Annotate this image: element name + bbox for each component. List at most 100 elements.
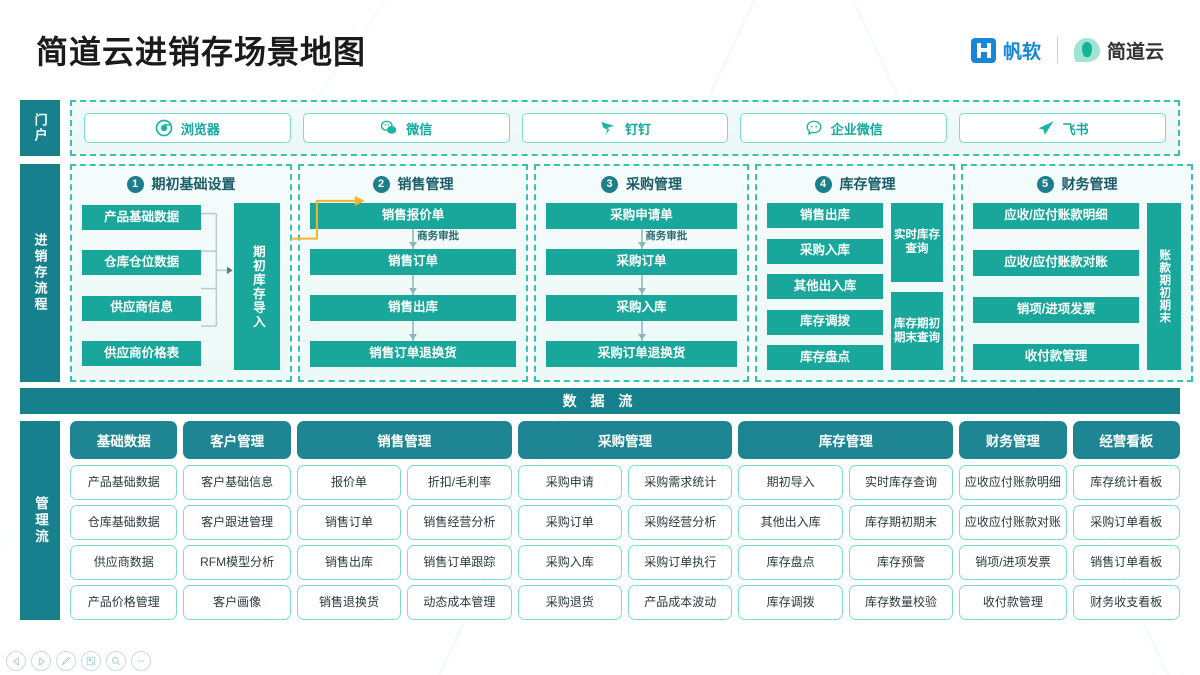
flow-node[interactable]: 供应商价格表 [82,340,202,366]
management-cell[interactable]: 应收应付账款明细 [959,465,1067,500]
flow-node[interactable]: 销售报价单 [310,203,516,229]
initial-stock-import-node[interactable]: 期初库存导入 [234,203,280,370]
initial-setup-sources: 产品基础数据 仓库仓位数据 供应商信息 供应商价格表 [82,203,202,370]
flow-node[interactable]: 供应商信息 [82,295,202,321]
flow-node[interactable]: 采购订单 [546,249,737,275]
management-cell[interactable]: 财务收支看板 [1072,585,1181,620]
flow-band-label-text: 进销存流程 [32,233,48,313]
more-icon [137,660,145,662]
management-group-header[interactable]: 采购管理 [517,421,733,459]
management-cell[interactable]: 客户画像 [183,585,291,620]
portal-item-label: 企业微信 [830,121,883,137]
management-cell[interactable]: 销售订单看板 [1072,545,1181,580]
management-cell[interactable]: 库存期初期末 [848,505,954,540]
play-button[interactable] [31,651,51,671]
dataflow-title-bar: 数 据 流 [20,388,1180,414]
previous-icon [12,656,19,666]
flow-column-header: 5 财务管理 [973,174,1181,194]
management-group-header[interactable]: 财务管理 [959,421,1067,459]
portal-item-wecom[interactable]: 企业微信 [740,113,948,143]
edit-button[interactable] [56,651,76,671]
flow-node[interactable]: 采购申请单 [546,203,737,229]
flow-node[interactable]: 应收/应付账款明细 [973,203,1139,229]
management-group-header[interactable]: 客户管理 [183,421,291,459]
flow-node[interactable]: 销项/进项发票 [973,297,1139,323]
flow-node-label: 期初库存导入 [250,244,265,329]
management-cell[interactable]: 实时库存查询 [848,465,954,500]
flow-node[interactable]: 销售订单 [310,249,516,275]
flow-node[interactable]: 其他出入库 [767,274,883,299]
management-column: 产品基础数据仓库基础数据供应商数据产品价格管理 [70,465,178,620]
flow-node[interactable]: 库存盘点 [767,345,883,370]
flow-node[interactable]: 销售订单退换货 [310,341,516,367]
management-cell[interactable]: 采购经营分析 [628,505,733,540]
management-cell[interactable]: 销售订单跟踪 [407,545,512,580]
management-cell[interactable]: 产品基础数据 [70,465,178,500]
finance-period-node[interactable]: 账款期初期末 [1147,203,1181,370]
management-cell[interactable]: 销售退换货 [296,585,402,620]
management-cell[interactable]: 采购订单 [517,505,623,540]
management-cell[interactable]: RFM模型分析 [183,545,291,580]
management-cell[interactable]: 库存统计看板 [1072,465,1181,500]
management-cell[interactable]: 销售经营分析 [407,505,512,540]
management-cell[interactable]: 动态成本管理 [407,585,512,620]
flow-node[interactable]: 销售出库 [767,203,883,228]
management-cell[interactable]: 供应商数据 [70,545,178,580]
management-cell[interactable]: 采购入库 [517,545,623,580]
flow-connector [310,275,516,295]
management-cell[interactable]: 采购订单执行 [628,545,733,580]
management-cell[interactable]: 销售订单 [296,505,402,540]
zoom-button[interactable] [106,651,126,671]
layout-button[interactable] [81,651,101,671]
flow-node[interactable]: 库存调拨 [767,309,883,335]
management-cell[interactable]: 销项/进项发票 [959,545,1067,580]
management-cell[interactable]: 库存盘点 [738,545,843,580]
flow-node[interactable]: 仓库仓位数据 [82,250,202,276]
flow-column-header: 3 采购管理 [546,174,737,194]
management-cell[interactable]: 产品成本波动 [628,585,733,620]
management-cell[interactable]: 收付款管理 [959,585,1067,620]
management-group-header[interactable]: 基础数据 [70,421,178,459]
management-group-header[interactable]: 经营看板 [1072,421,1181,459]
flow-node[interactable]: 采购入库 [546,295,737,321]
page-title: 简道云进销存场景地图 [36,34,367,70]
management-cell[interactable]: 采购退货 [517,585,623,620]
management-cell[interactable]: 其他出入库 [738,505,843,540]
management-cell[interactable]: 库存预警 [848,545,954,580]
flow-column-header: 2 销售管理 [310,174,516,194]
management-group-header[interactable]: 销售管理 [296,421,512,459]
flow-node[interactable]: 应收/应付账款对账 [973,250,1139,276]
management-cell[interactable]: 库存数量校验 [848,585,954,620]
portal-item-dingtalk[interactable]: 钉钉 [521,113,729,143]
management-cell[interactable]: 应收应付账款对账 [959,505,1067,540]
management-cell[interactable]: 报价单 [296,465,402,500]
management-group-header[interactable]: 库存管理 [738,421,954,459]
flow-node[interactable]: 库存期初期末查询 [891,291,943,370]
flow-node[interactable]: 产品基础数据 [82,205,202,230]
management-cell[interactable]: 折扣/毛利率 [407,465,512,500]
flow-node[interactable]: 实时库存查询 [891,203,943,282]
management-cell[interactable]: 库存调拨 [738,585,843,620]
flow-node[interactable]: 采购订单退换货 [546,341,737,367]
portal-item-wechat[interactable]: 微信 [302,113,510,143]
management-cell[interactable]: 销售出库 [296,545,402,580]
flow-connector [546,275,737,295]
previous-button[interactable] [6,651,26,671]
management-cell[interactable]: 产品价格管理 [70,585,178,620]
flow-node[interactable]: 销售出库 [310,295,516,321]
portal-item-feishu[interactable]: 飞书 [959,113,1166,143]
flow-node[interactable]: 采购入库 [767,238,883,264]
management-cell[interactable]: 仓库基础数据 [70,505,178,540]
management-cell[interactable]: 期初导入 [738,465,843,500]
management-group-columns: 产品基础数据仓库基础数据供应商数据产品价格管理 [70,465,178,620]
management-cell[interactable]: 采购订单看板 [1072,505,1181,540]
management-group-columns: 期初导入其他出入库库存盘点库存调拨 实时库存查询库存期初期末库存预警库存数量校验 [738,465,954,620]
flow-node[interactable]: 收付款管理 [973,344,1139,370]
management-cell[interactable]: 采购需求统计 [628,465,733,500]
more-button[interactable] [131,651,151,671]
management-cell[interactable]: 客户基础信息 [183,465,291,500]
management-cell[interactable]: 采购申请 [517,465,623,500]
portal-item-browser[interactable]: 浏览器 [84,113,291,143]
management-cell[interactable]: 客户跟进管理 [183,505,291,540]
play-icon [38,656,45,666]
